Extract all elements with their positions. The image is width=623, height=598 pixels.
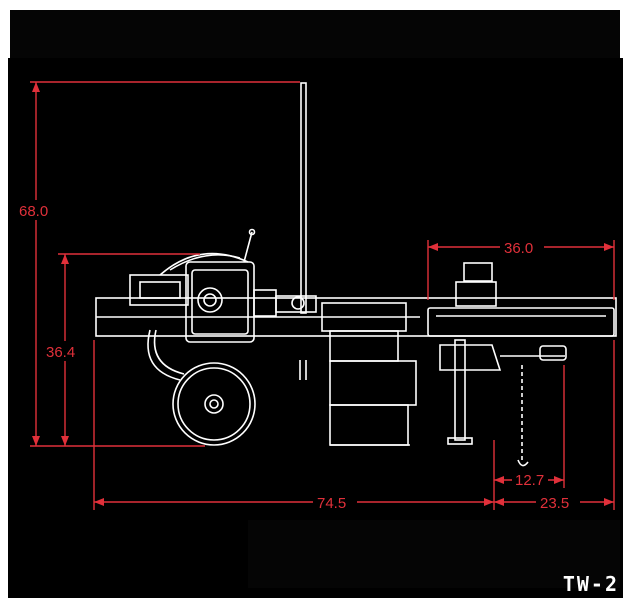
mast [300, 82, 307, 314]
top-band [10, 10, 620, 60]
bottom-band [248, 520, 620, 588]
dim-tongue-length: 23.5 [540, 495, 569, 512]
model-label: TW-2 [562, 572, 619, 596]
dimension-lines [30, 81, 615, 510]
dim-beam-width: 36.0 [504, 240, 533, 257]
machine-outline [95, 82, 617, 467]
dim-hitch-offset: 12.7 [515, 472, 544, 489]
dim-bottom-length: 74.5 [317, 495, 346, 512]
dim-frame-height: 36.4 [46, 344, 75, 361]
engine [129, 228, 317, 343]
dim-overall-height: 68.0 [19, 203, 48, 220]
wheel [172, 362, 256, 446]
dimension-arrows [32, 82, 614, 506]
drawing-background [8, 58, 623, 598]
hose [147, 329, 181, 381]
